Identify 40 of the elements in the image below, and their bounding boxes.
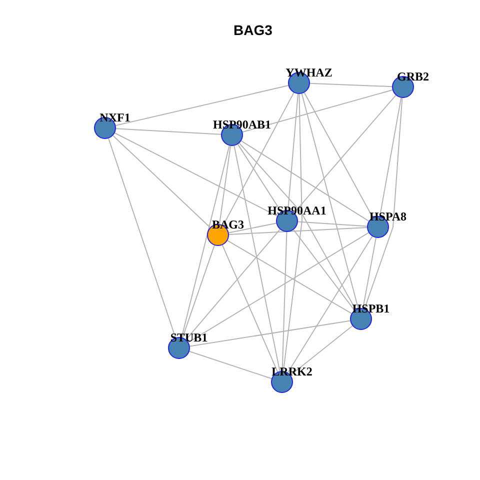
node-label: LRRK2	[272, 366, 312, 378]
edge-line	[116, 128, 222, 135]
edge-line	[287, 236, 373, 374]
edge-line	[227, 240, 352, 314]
chart-title: BAG3	[234, 21, 272, 39]
edge-line	[222, 92, 294, 226]
edge-line	[219, 145, 231, 225]
node-label: NXF1	[100, 112, 130, 124]
node-label: HSPB1	[352, 302, 390, 316]
edge-line	[222, 244, 278, 372]
node-label: HSPA8	[369, 210, 407, 224]
edge-line	[108, 138, 176, 338]
edge-line	[294, 94, 396, 214]
edge-line	[240, 140, 370, 222]
edge-line	[310, 82, 392, 88]
edge-line	[112, 135, 210, 228]
node-label: HSP90AB1	[213, 118, 271, 132]
edge-line	[228, 227, 368, 235]
edge-line	[182, 244, 215, 338]
edge-line	[290, 325, 353, 376]
node-label: YWHAZ	[286, 66, 332, 80]
edge-line	[189, 320, 351, 347]
edge-line	[115, 85, 289, 126]
edge-line	[234, 145, 280, 372]
edge-line	[228, 222, 277, 234]
node-label: GRB2	[397, 70, 429, 84]
edge-line	[181, 145, 230, 338]
edge-line	[364, 98, 403, 310]
edge-line	[301, 93, 359, 309]
node-label: HSP90AA1	[268, 204, 326, 218]
edge-line	[114, 132, 278, 216]
edge-line	[293, 229, 355, 311]
edge-line	[282, 94, 302, 372]
edge-line	[188, 350, 272, 380]
edge-line	[242, 90, 393, 132]
edge-line	[298, 221, 368, 227]
edge-line	[288, 94, 298, 210]
node-label: BAG3	[212, 218, 244, 232]
edge-line	[188, 232, 370, 343]
node-label: STUB1	[170, 332, 208, 344]
